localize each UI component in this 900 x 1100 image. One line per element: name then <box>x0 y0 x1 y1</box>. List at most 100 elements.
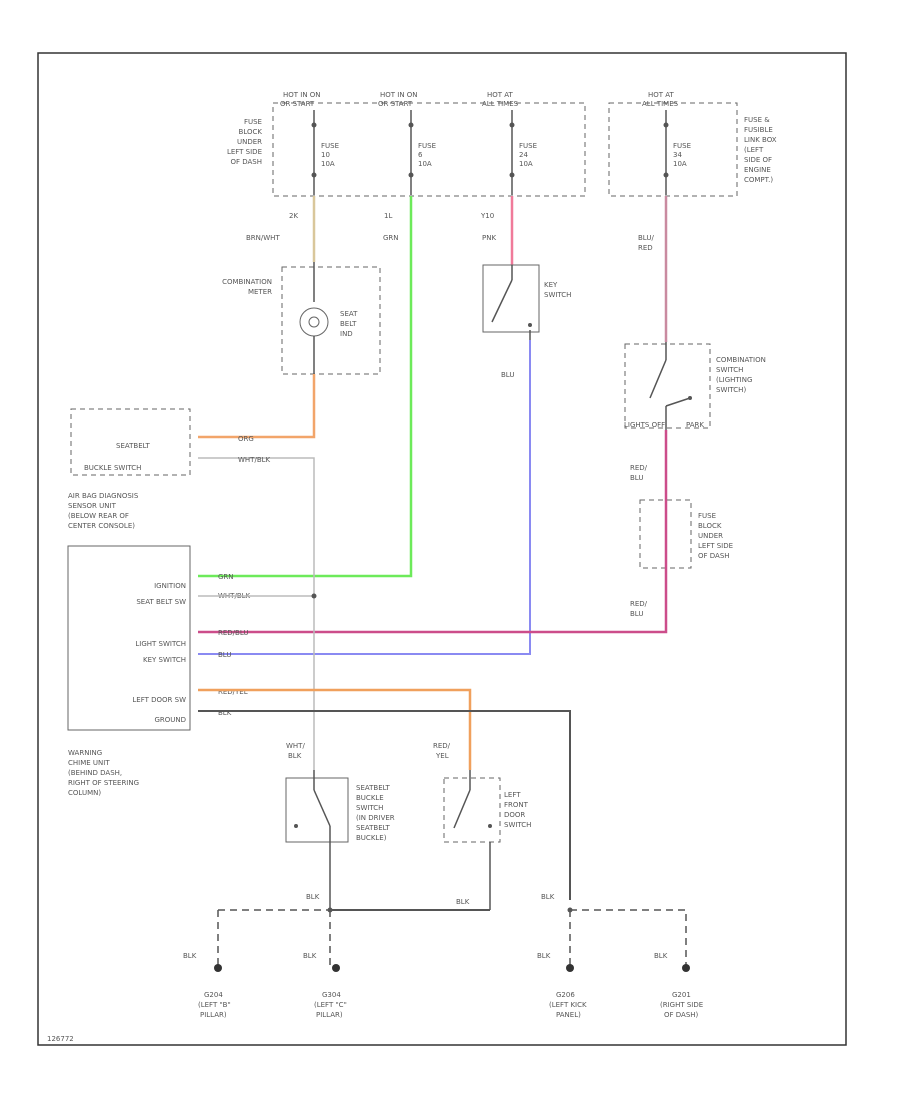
wire-wht-blk <box>198 457 315 770</box>
svg-text:RED/: RED/ <box>630 464 648 472</box>
svg-text:BLK: BLK <box>537 952 551 960</box>
pin-2k: 2K <box>289 212 298 220</box>
svg-text:PARK: PARK <box>686 421 704 429</box>
chime-pin-labels: IGNITION SEAT BELT SW LIGHT SWITCH KEY S… <box>132 582 186 724</box>
svg-text:HOT IN ON: HOT IN ON <box>380 91 418 99</box>
fuse-block-under-dash <box>272 102 586 197</box>
fuse-10: FUSE 10 10A <box>311 110 339 195</box>
fuse-fusible-label: FUSE & FUSIBLE LINK BOX (LEFT SIDE OF EN… <box>744 116 777 184</box>
svg-text:(RIGHT SIDE: (RIGHT SIDE <box>660 1001 703 1009</box>
figure-id: 126772 <box>47 1035 74 1043</box>
wire-brn-wht-label: BRN/WHT <box>246 234 280 242</box>
svg-text:UNDER: UNDER <box>698 532 723 540</box>
svg-text:BLU/: BLU/ <box>638 234 654 242</box>
ground-g201: BLK G201 (RIGHT SIDE OF DASH) <box>654 952 703 1019</box>
svg-text:YEL: YEL <box>435 752 449 760</box>
svg-text:BUCKLE SWITCH: BUCKLE SWITCH <box>84 464 141 472</box>
wire-org <box>198 374 316 439</box>
seatbelt-buckle-switch-label: SEATBELT BUCKLE SWITCH <box>84 442 151 472</box>
svg-text:SWITCH: SWITCH <box>356 804 383 812</box>
svg-text:LEFT DOOR SW: LEFT DOOR SW <box>132 696 186 704</box>
svg-text:G206: G206 <box>556 991 575 999</box>
svg-text:SEATBELT: SEATBELT <box>356 824 391 832</box>
svg-text:10: 10 <box>321 151 330 159</box>
svg-text:SEAT: SEAT <box>340 310 358 318</box>
svg-text:WHT/: WHT/ <box>286 742 305 750</box>
svg-text:BLU: BLU <box>630 474 643 482</box>
svg-text:RED/: RED/ <box>433 742 451 750</box>
svg-text:(LEFT KICK: (LEFT KICK <box>549 1001 587 1009</box>
svg-text:ALL TIMES: ALL TIMES <box>482 100 519 108</box>
svg-text:BLK: BLK <box>654 952 668 960</box>
key-switch-box <box>482 264 540 333</box>
hot-label-1: HOT IN ON OR START <box>280 91 321 108</box>
fuse-block-label: FUSE BLOCK UNDER LEFT SIDE OF DASH <box>227 118 262 166</box>
wire-red-yel <box>198 688 472 770</box>
svg-text:SEATBELT: SEATBELT <box>356 784 391 792</box>
svg-text:6: 6 <box>418 151 423 159</box>
blk-label-1: BLK <box>456 898 470 906</box>
svg-text:WARNING: WARNING <box>68 749 102 757</box>
svg-text:BLK: BLK <box>303 952 317 960</box>
svg-text:FUSE: FUSE <box>519 142 537 150</box>
svg-text:OF DASH: OF DASH <box>230 158 262 166</box>
svg-text:10A: 10A <box>519 160 533 168</box>
svg-text:SWITCH: SWITCH <box>504 821 531 829</box>
pin-y10: Y10 <box>480 212 494 220</box>
svg-text:AIR BAG DIAGNOSIS: AIR BAG DIAGNOSIS <box>68 492 139 500</box>
svg-text:BLU: BLU <box>630 610 643 618</box>
warning-chime-label: WARNING CHIME UNIT (BEHIND DASH, RIGHT O… <box>68 749 139 797</box>
svg-text:BLOCK: BLOCK <box>239 128 263 136</box>
svg-text:(IN DRIVER: (IN DRIVER <box>356 814 395 822</box>
svg-text:BLK: BLK <box>288 752 302 760</box>
seatbelt-buckle-switch-box <box>70 408 191 476</box>
diagram-frame <box>37 52 847 1046</box>
wire-wht-blk-label: WHT/BLK <box>238 456 271 464</box>
svg-text:10A: 10A <box>673 160 687 168</box>
svg-text:LEFT SIDE: LEFT SIDE <box>227 148 262 156</box>
wire-grn-label: GRN <box>383 234 399 242</box>
wire-org-label: ORG <box>238 435 254 443</box>
ground-g206: BLK G206 (LEFT KICK PANEL) <box>537 952 587 1019</box>
combination-meter-label: COMBINATION METER <box>222 278 272 296</box>
svg-text:24: 24 <box>519 151 528 159</box>
svg-text:SEAT BELT SW: SEAT BELT SW <box>136 598 186 606</box>
svg-text:ENGINE: ENGINE <box>744 166 771 174</box>
left-front-door-switch: LEFT FRONT DOOR SWITCH <box>453 770 531 910</box>
svg-text:UNDER: UNDER <box>237 138 262 146</box>
svg-text:SWITCH): SWITCH) <box>716 386 746 394</box>
svg-text:KEY: KEY <box>544 281 558 289</box>
splice-dot <box>311 593 317 599</box>
svg-text:FUSE &: FUSE & <box>744 116 770 124</box>
fuse-block-under-label-2: FUSE BLOCK UNDER LEFT SIDE OF DASH <box>698 512 733 560</box>
fuse-fusible-link-box <box>608 102 738 197</box>
key-switch <box>491 265 532 340</box>
svg-text:FUSE: FUSE <box>418 142 436 150</box>
svg-text:(BEHIND DASH,: (BEHIND DASH, <box>68 769 122 777</box>
fuse-34: FUSE 34 10A <box>663 110 691 195</box>
blk-label-2: BLK <box>306 893 320 901</box>
svg-text:IND: IND <box>340 330 353 338</box>
combination-switch: COMBINATION SWITCH (LIGHTING SWITCH) LIG… <box>624 342 766 430</box>
ground-bus-right <box>569 909 687 968</box>
svg-text:RED/BLU: RED/BLU <box>218 629 249 637</box>
svg-text:BUCKLE: BUCKLE <box>356 794 384 802</box>
svg-text:LEFT: LEFT <box>504 791 521 799</box>
svg-text:RIGHT OF STEERING: RIGHT OF STEERING <box>68 779 139 787</box>
svg-text:HOT AT: HOT AT <box>487 91 514 99</box>
svg-text:(BELOW REAR OF: (BELOW REAR OF <box>68 512 129 520</box>
svg-text:(LEFT: (LEFT <box>744 146 764 154</box>
seatbelt-switch-driver: SEATBELT BUCKLE SWITCH (IN DRIVER SEATBE… <box>294 770 395 910</box>
svg-text:BLU: BLU <box>218 651 231 659</box>
warning-chime-unit-box <box>67 545 191 731</box>
fuse-24: FUSE 24 10A <box>509 110 537 195</box>
svg-text:OR START: OR START <box>280 100 315 108</box>
red-yel-wire-label: RED/ YEL <box>433 742 451 760</box>
svg-text:FUSE: FUSE <box>698 512 716 520</box>
svg-text:HOT AT: HOT AT <box>648 91 675 99</box>
svg-text:BUCKLE): BUCKLE) <box>356 834 387 842</box>
svg-text:SWITCH: SWITCH <box>716 366 743 374</box>
svg-text:(LEFT "B": (LEFT "B" <box>198 1001 231 1009</box>
svg-text:G304: G304 <box>322 991 341 999</box>
key-switch-label: KEY SWITCH <box>544 281 571 299</box>
